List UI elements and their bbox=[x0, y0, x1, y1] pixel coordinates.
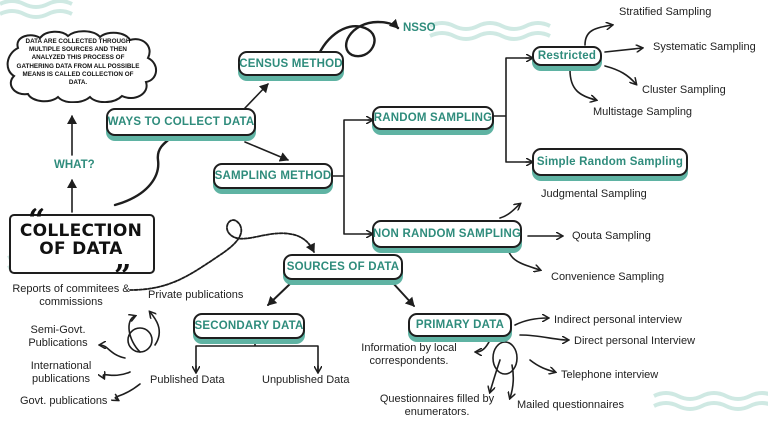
label-indirect-personal-interview: Indirect personal interview bbox=[554, 314, 682, 326]
node-ways-to-collect-data: WAYS TO COLLECT DATA bbox=[106, 108, 256, 136]
connectors bbox=[67, 18, 642, 400]
label-reports-of-committees: Reports of commitees & commissions bbox=[12, 283, 130, 308]
wave-decoration-bottom bbox=[653, 391, 768, 411]
label-systematic-sampling: Systematic Sampling bbox=[653, 41, 756, 53]
definition-text: DATA ARE COLLECTED THROUGH MULTIPLE SOUR… bbox=[16, 38, 140, 87]
label-direct-personal-interview: Direct personal Interview bbox=[574, 335, 696, 347]
definition-cloud bbox=[6, 30, 157, 103]
label-questionnaires-by-enumerators: Questionnaires filled by enumerators. bbox=[379, 393, 495, 418]
wave-decoration-top bbox=[429, 21, 551, 41]
label-private-publications: Private publications bbox=[148, 289, 244, 301]
label-quota-sampling: Qouta Sampling bbox=[572, 230, 651, 242]
label-govt-publications: Govt. publications bbox=[20, 395, 108, 407]
node-simple-random-sampling: Simple Random Sampling bbox=[532, 148, 688, 176]
quote-close-icon: ” bbox=[114, 259, 132, 294]
label-international-publications: International publications bbox=[30, 360, 92, 385]
label-local-correspondents: Information by local correspondents. bbox=[361, 342, 457, 367]
label-judgmental-sampling: Judgmental Sampling bbox=[541, 188, 647, 200]
label-mailed-questionnaires: Mailed questionnaires bbox=[517, 399, 625, 411]
node-census-method: CENSUS METHOD bbox=[238, 51, 344, 76]
label-telephone-interview: Telephone interview bbox=[561, 369, 659, 381]
label-semi-govt-publications: Semi-Govt. Publications bbox=[28, 324, 88, 349]
label-cluster-sampling: Cluster Sampling bbox=[642, 84, 726, 96]
node-primary-data: PRIMARY DATA bbox=[408, 313, 512, 337]
node-sources-of-data: SOURCES OF DATA bbox=[283, 254, 403, 280]
label-convenience-sampling: Convenience Sampling bbox=[551, 271, 665, 283]
node-sampling-method: SAMPLING METHOD bbox=[213, 163, 333, 189]
label-published-data: Published Data bbox=[150, 374, 225, 386]
node-secondary-data: SECONDARY DATA bbox=[193, 313, 305, 339]
label-stratified-sampling: Stratified Sampling bbox=[619, 6, 712, 18]
label-unpublished-data: Unpublished Data bbox=[262, 374, 350, 386]
what-label: WHAT? bbox=[54, 159, 95, 171]
page-title: COLLECTION OF DATA bbox=[19, 221, 143, 259]
label-multistage-sampling: Multistage Sampling bbox=[593, 106, 693, 118]
node-random-sampling: RANDOM SAMPLING bbox=[372, 106, 494, 130]
node-nsso: NSSO bbox=[403, 22, 436, 34]
node-non-random-sampling: NON RANDOM SAMPLING bbox=[372, 220, 522, 248]
quote-open-icon: “ bbox=[28, 203, 46, 238]
title-card bbox=[9, 214, 155, 274]
node-restricted: Restricted bbox=[532, 46, 602, 66]
